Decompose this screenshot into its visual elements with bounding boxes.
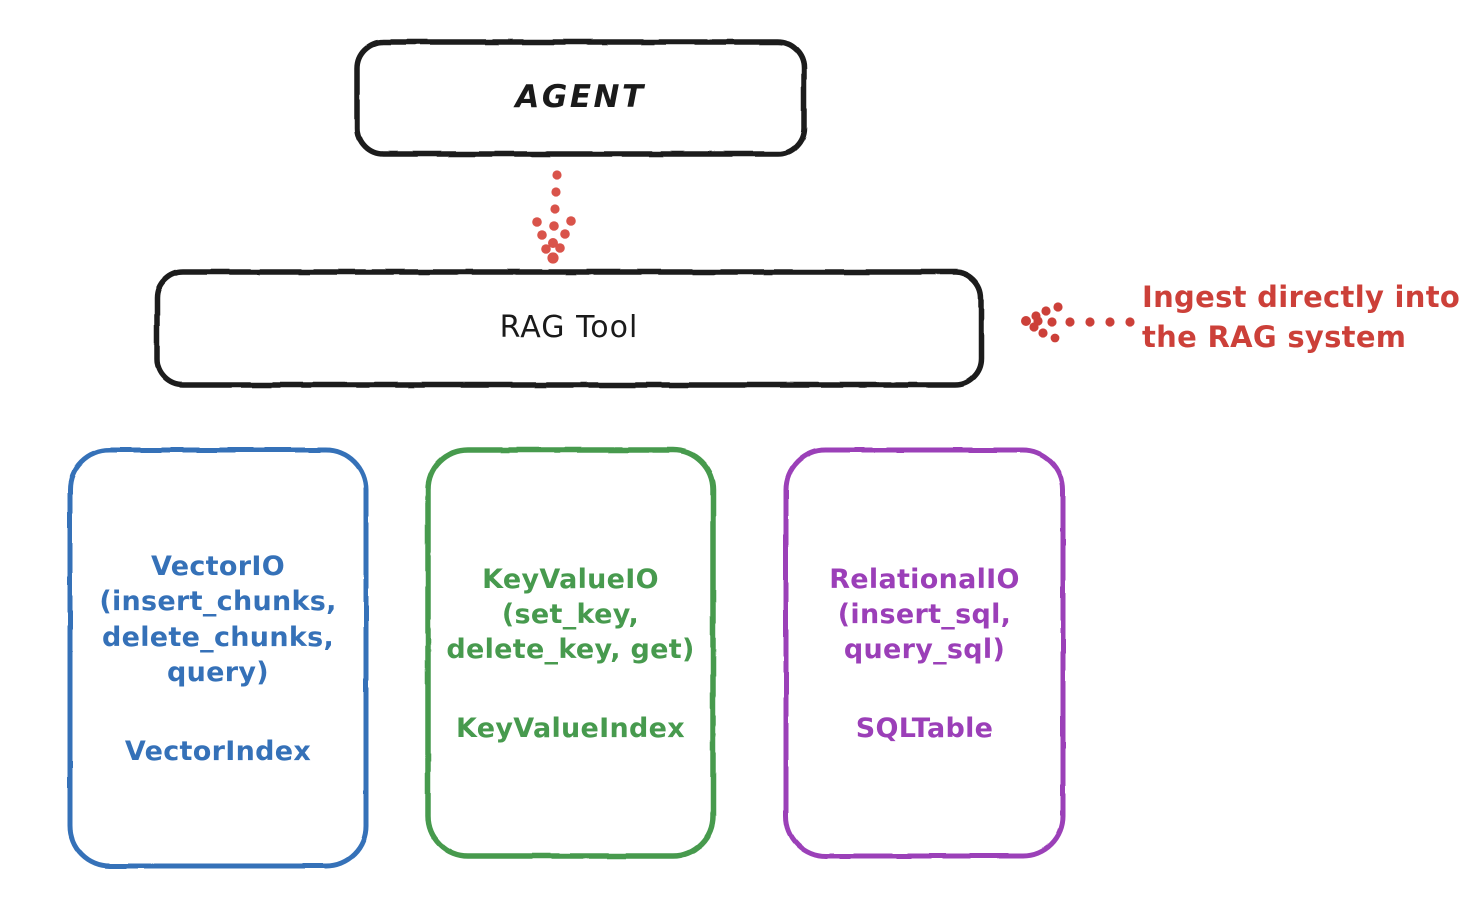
ingest-annotation-arrow	[1021, 302, 1135, 343]
vector-io-api-label: VectorIO (insert_chunks, delete_chunks, …	[99, 551, 337, 688]
rag-tool-node-label: RAG Tool	[499, 310, 639, 346]
ingest-annotation-text: Ingest directly into the RAG system	[1142, 280, 1461, 355]
key-value-io-api-label: KeyValueIO (set_key, delete_key, get)	[446, 563, 695, 666]
vector-index-label: VectorIndex	[124, 735, 312, 767]
key-value-index-label: KeyValueIndex	[455, 713, 685, 745]
relational-io-api-label: RelationalIO (insert_sql, query_sql)	[829, 563, 1020, 666]
agent-node[interactable]: AGENT	[357, 42, 804, 154]
sql-table-label: SQLTable	[855, 713, 994, 745]
relational-io-node[interactable]: RelationalIO (insert_sql, query_sql) SQL…	[786, 450, 1063, 856]
agent-node-label: AGENT	[515, 79, 646, 116]
key-value-io-node[interactable]: KeyValueIO (set_key, delete_key, get) Ke…	[428, 450, 713, 856]
agent-to-rag-tool-arrow	[532, 170, 576, 264]
vector-io-node[interactable]: VectorIO (insert_chunks, delete_chunks, …	[70, 450, 366, 866]
rag-tool-node[interactable]: RAG Tool	[157, 272, 981, 385]
